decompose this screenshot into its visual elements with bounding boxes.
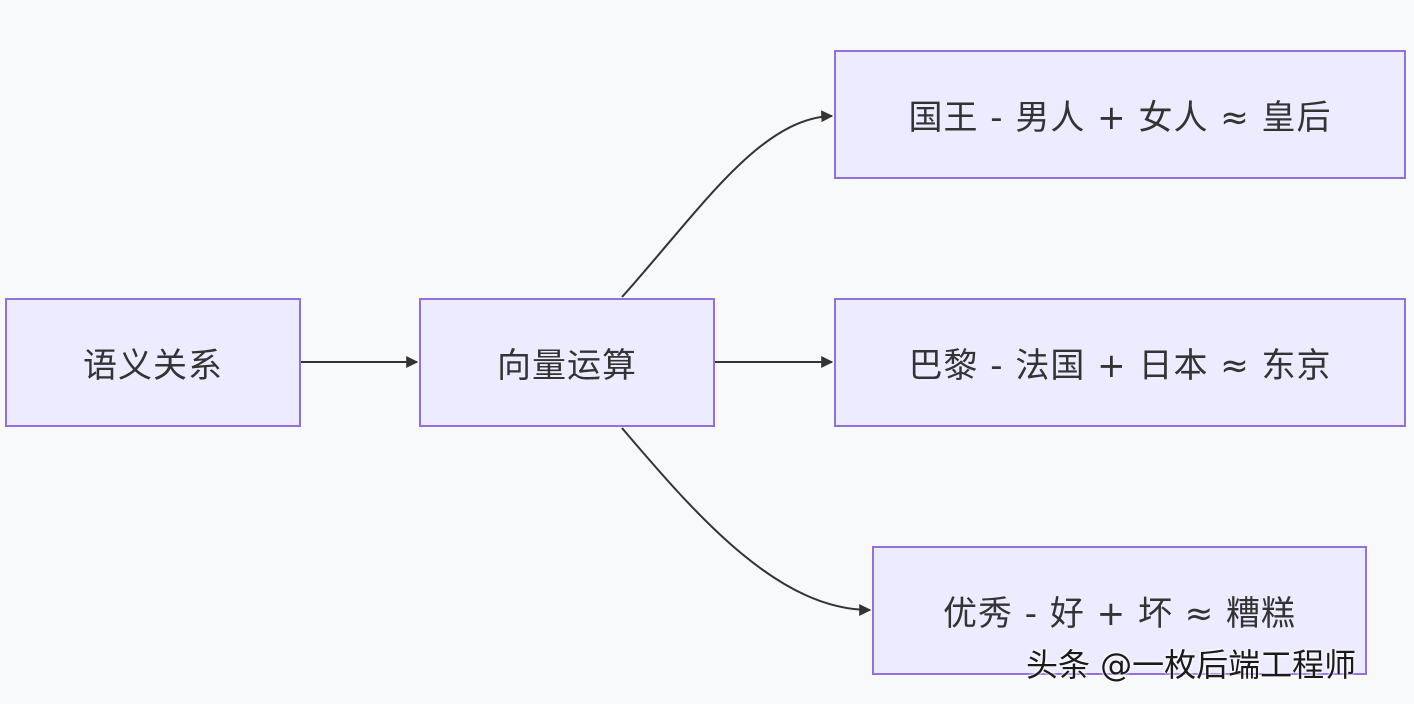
node-king-example: 国王 - 男人 + 女人 ≈ 皇后 (834, 50, 1406, 179)
node-paris-example: 巴黎 - 法国 + 日本 ≈ 东京 (834, 298, 1406, 427)
node-paris-example-label: 巴黎 - 法国 + 日本 ≈ 东京 (908, 346, 1332, 386)
node-semantic-relation-label: 语义关系 (83, 346, 223, 386)
edge-vector-to-king (621, 110, 834, 298)
node-vector-operation-label: 向量运算 (497, 346, 637, 386)
node-semantic-relation: 语义关系 (5, 298, 301, 427)
node-good-example: 优秀 - 好 + 坏 ≈ 糟糕 (872, 546, 1367, 675)
node-vector-operation: 向量运算 (419, 298, 715, 427)
node-king-example-label: 国王 - 男人 + 女人 ≈ 皇后 (908, 98, 1332, 138)
node-good-example-label: 优秀 - 好 + 坏 ≈ 糟糕 (942, 594, 1297, 634)
edge-vector-to-good (621, 427, 872, 616)
watermark: 头条 @一枚后端工程师 (1026, 646, 1357, 684)
